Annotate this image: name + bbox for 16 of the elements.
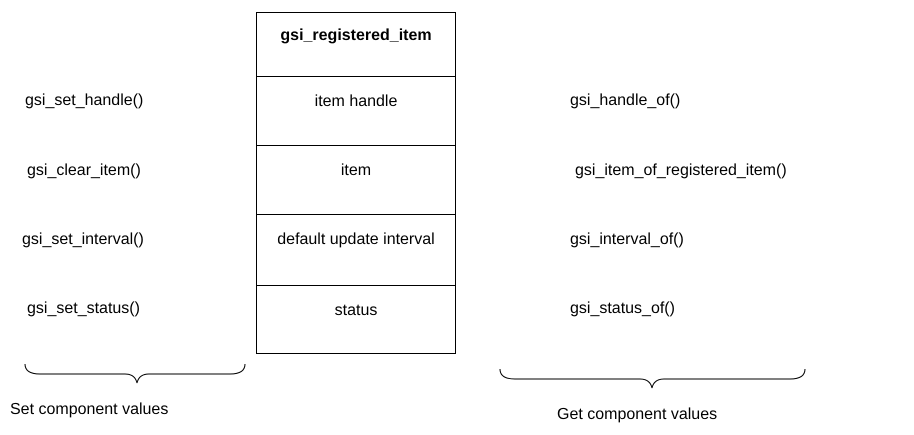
function-name: gsi_interval_of() [570, 231, 684, 249]
record-box [256, 12, 456, 354]
group-caption: Get component values [557, 406, 718, 424]
function-name: gsi_set_handle() [25, 92, 144, 110]
field-row: default update interval [257, 214, 455, 285]
record-title: gsi_registered_item [279, 27, 433, 45]
field-row: item [257, 145, 455, 214]
group-caption: Set component values [10, 401, 168, 419]
function-name: gsi_item_of_registered_item() [575, 162, 787, 180]
function-name: gsi_status_of() [570, 300, 675, 318]
field-row: status [257, 285, 455, 355]
field-row: item handle [257, 76, 455, 145]
function-name: gsi_set_interval() [22, 231, 144, 249]
function-name: gsi_handle_of() [570, 92, 680, 110]
function-name: gsi_set_status() [27, 300, 140, 318]
function-name: gsi_clear_item() [27, 162, 141, 180]
